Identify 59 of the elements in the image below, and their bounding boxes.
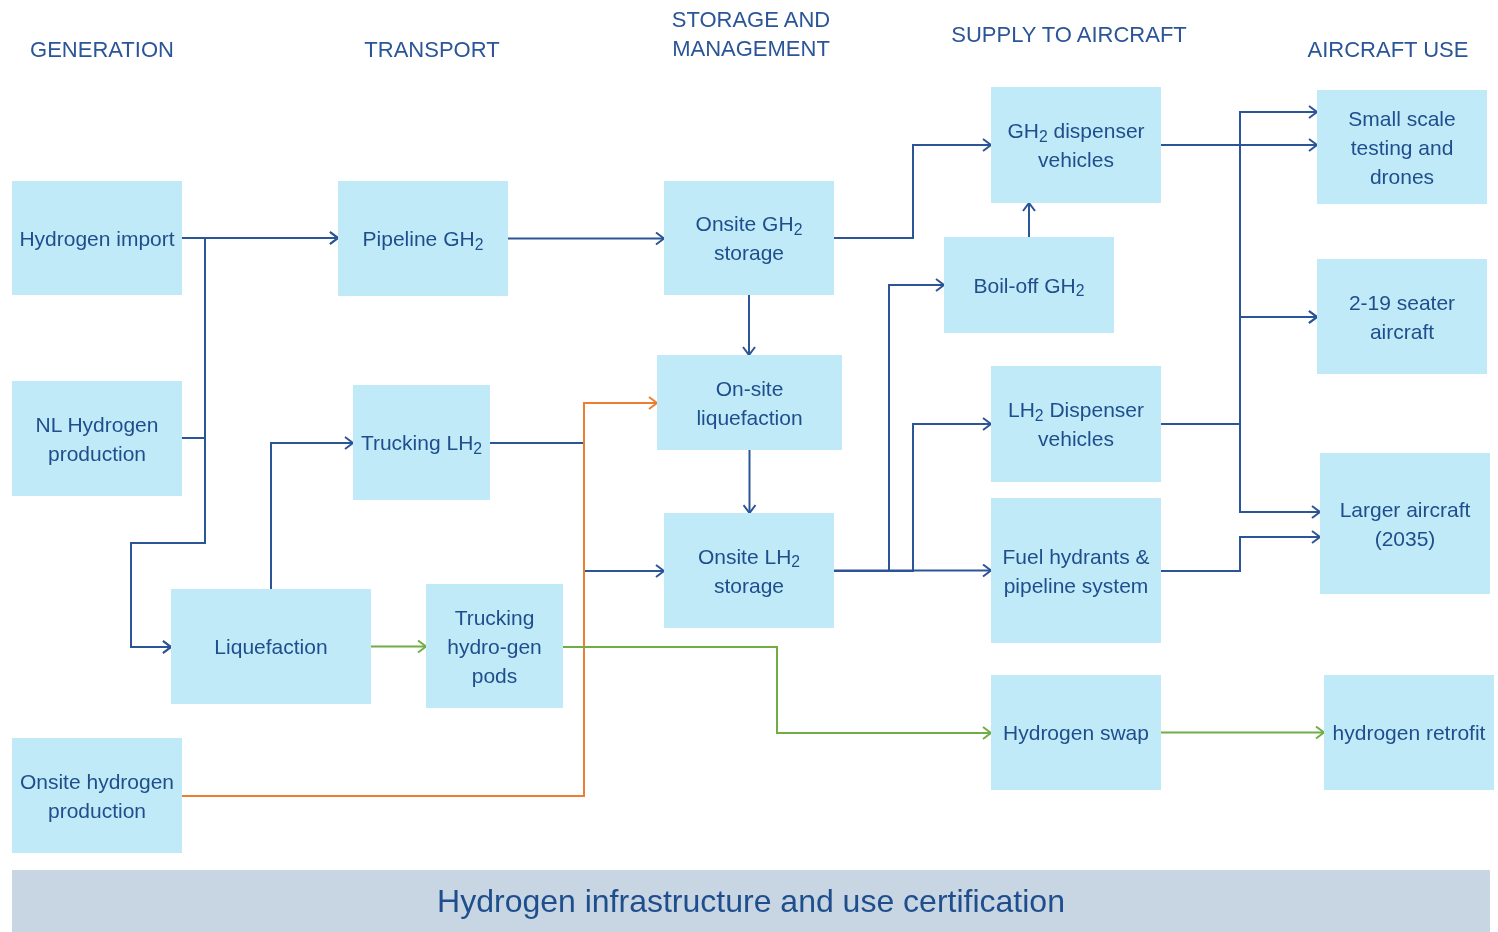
process-box [991, 366, 1161, 482]
box-label: 2-19 seater aircraft [1347, 289, 1457, 345]
box-label: NL Hydrogen production [34, 411, 160, 467]
column-heading: SUPPLY TO AIRCRAFT [950, 20, 1188, 49]
box-label: Hydrogen import [19, 225, 175, 252]
process-box [353, 385, 490, 500]
box-label: LH$_{2}$ Dispenser vehicles [1007, 397, 1145, 452]
arrow [742, 449, 757, 514]
column-heading: AIRCRAFT USE [1306, 35, 1470, 64]
process-box [991, 675, 1161, 790]
process-box [1317, 259, 1487, 374]
column-heading: GENERATION [29, 35, 175, 64]
box-label: Larger aircraft (2035) [1338, 496, 1472, 552]
arrow [370, 639, 427, 654]
process-box [338, 181, 508, 296]
box-label: Trucking LH$_{2}$ [360, 430, 483, 457]
arrow [130, 437, 206, 654]
process-box [1324, 675, 1494, 790]
box-label: Hydrogen swap [1003, 720, 1149, 746]
box-label: Pipeline GH$_{2}$ [362, 226, 484, 253]
arrow [1022, 202, 1036, 238]
box-label: Small scale testing and drones [1347, 105, 1457, 190]
arrow [507, 231, 665, 246]
arrow [270, 436, 354, 590]
process-box [1317, 90, 1487, 204]
arrow [1160, 423, 1321, 519]
box-label: GH$_{2}$ dispenser vehicles [1006, 118, 1146, 173]
process-box [657, 355, 842, 450]
process-box [171, 589, 371, 704]
column-heading: STORAGE AND MANAGEMENT [670, 6, 832, 63]
footer-band [12, 870, 1490, 932]
box-label: Liquefaction [214, 634, 328, 660]
process-box [664, 513, 834, 628]
arrow [833, 138, 992, 239]
box-label: Trucking hydro-gen pods [446, 604, 543, 689]
box-label: Onsite GH$_{2}$ storage [694, 211, 804, 266]
process-box [664, 181, 834, 295]
column-heading: TRANSPORT [363, 35, 501, 64]
box-label: Boil-off GH$_{2}$ [973, 272, 1085, 300]
process-box [991, 87, 1161, 203]
process-box [1320, 453, 1490, 594]
process-box [944, 237, 1114, 333]
arrow [562, 646, 992, 740]
box-label: On-site liquefaction [695, 375, 804, 431]
process-box [991, 498, 1161, 643]
arrow [742, 294, 756, 356]
box-label: Onsite LH$_{2}$ storage [696, 543, 802, 599]
process-box [12, 738, 182, 853]
box-label: hydrogen retrofit [1332, 720, 1486, 746]
process-box [426, 584, 563, 708]
arrow [833, 563, 992, 578]
process-box [12, 381, 182, 496]
process-box [12, 181, 182, 295]
footer-title: Hydrogen infrastructure and use certification [437, 882, 1065, 921]
arrow [181, 396, 658, 797]
box-label: Fuel hydrants & pipeline system [1001, 543, 1151, 599]
arrow [1160, 725, 1325, 740]
arrow [1160, 530, 1321, 572]
box-label: Onsite hydrogen production [18, 768, 176, 824]
